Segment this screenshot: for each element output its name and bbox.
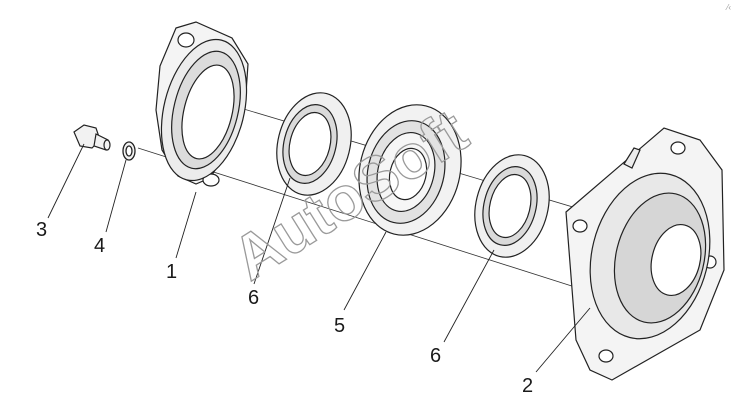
callout-5: 5 — [334, 315, 345, 337]
callout-2: 2 — [522, 375, 533, 397]
oil-seal-left — [276, 92, 352, 196]
lock-washer — [122, 141, 136, 161]
callout-4: 4 — [94, 235, 105, 257]
bolt — [73, 124, 111, 151]
callout-6-left: 6 — [248, 287, 259, 309]
leader-lines — [47, 143, 591, 373]
callout-3: 3 — [36, 219, 47, 241]
callout-1: 1 — [166, 261, 177, 283]
corner-mark: ⁄‹ — [725, 3, 731, 12]
bearing-housing — [565, 127, 725, 381]
flange-cover — [155, 21, 249, 187]
oil-seal-right — [474, 154, 550, 258]
ball-bearing — [358, 104, 462, 236]
callout-6-right: 6 — [430, 345, 441, 367]
